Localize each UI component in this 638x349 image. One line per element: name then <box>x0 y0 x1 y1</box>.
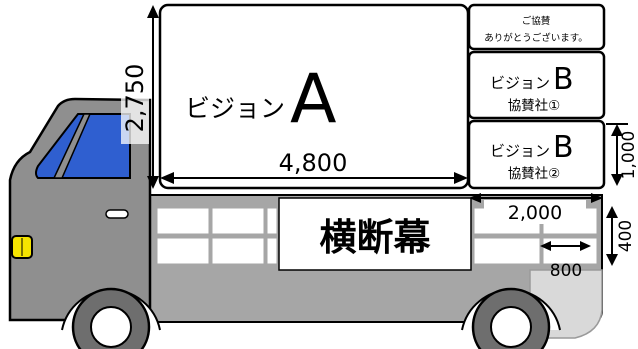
dim-width-a <box>160 172 468 184</box>
dim-width-b-label: 2,000 <box>508 202 562 224</box>
panel-a-letter: A <box>290 60 337 139</box>
cab-window <box>35 113 131 179</box>
panel-b1-prefix: ビジョン <box>490 74 550 92</box>
panel-b2-sponsor: 協賛社② <box>508 166 561 182</box>
panel-b2-letter: B <box>553 130 574 165</box>
dim-banner-width-label: 800 <box>550 261 582 281</box>
dim-height-b <box>606 123 628 186</box>
panel-vision-b2 <box>467 119 606 190</box>
sponsor-thanks-line2: ありがとうございます。 <box>484 32 588 44</box>
window-pillar <box>52 113 92 179</box>
door-handle <box>105 209 129 219</box>
dim-height-b-label: 1,000 <box>619 131 638 180</box>
panel-a-prefix: ビジョン <box>185 94 285 123</box>
dim-banner-height <box>606 206 618 266</box>
dim-width-b <box>469 193 603 203</box>
rear-wheel <box>471 287 551 349</box>
panel-vision-b1 <box>467 50 606 120</box>
panel-sponsor-thanks <box>467 3 606 51</box>
banner-label: 横断幕 <box>320 216 432 259</box>
panel-b1-sponsor: 協賛社① <box>508 98 561 114</box>
dim-height-a-label: 2,750 <box>121 64 149 133</box>
panel-b1-letter: B <box>553 62 574 97</box>
dim-banner-width <box>540 241 591 251</box>
banner-panel <box>278 197 472 271</box>
dim-height-a <box>147 5 159 189</box>
truck <box>8 97 603 349</box>
front-wheel <box>71 287 151 349</box>
panel-b2-prefix: ビジョン <box>490 142 550 160</box>
sponsor-thanks-line1: ご協賛 <box>522 15 551 27</box>
dim-banner-height-label: 400 <box>616 220 636 252</box>
dim-width-a-label: 4,800 <box>279 149 348 177</box>
